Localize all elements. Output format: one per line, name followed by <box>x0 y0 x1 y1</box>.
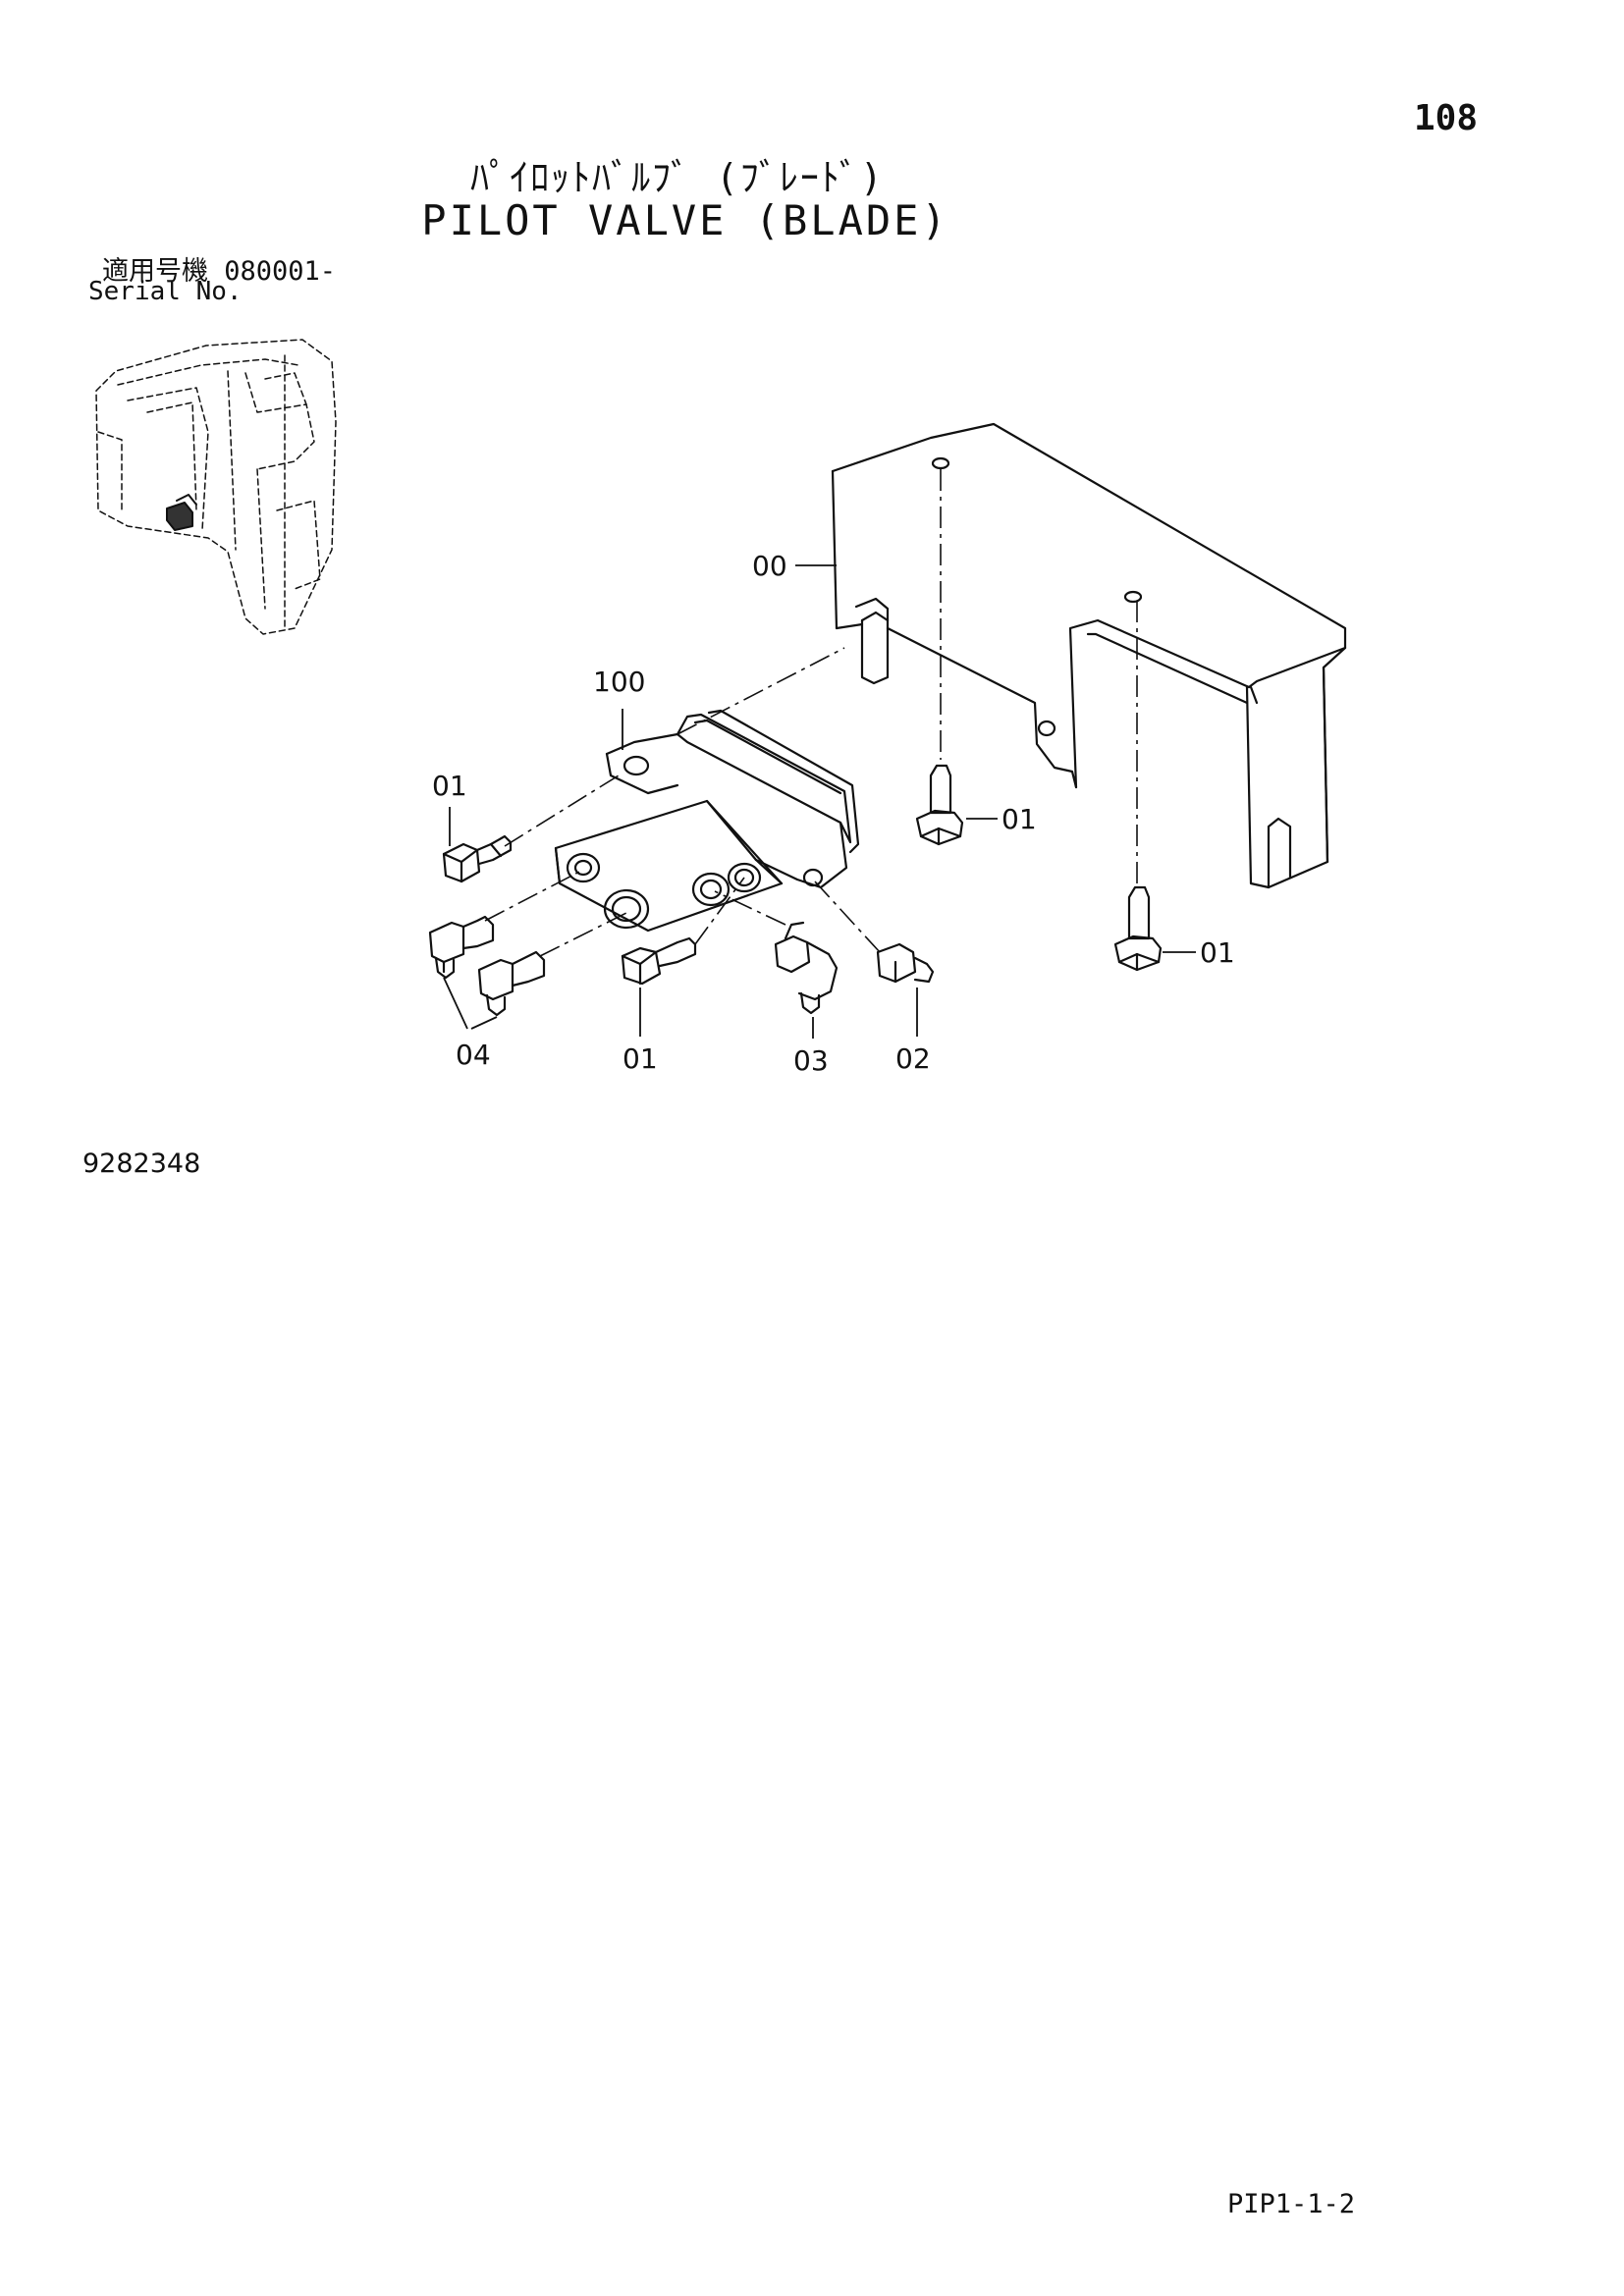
callout-02: 02 <box>895 1042 931 1075</box>
cab-location-thumbnail <box>95 339 337 635</box>
page-title-english: PILOT VALVE (BLADE) <box>421 196 949 244</box>
bolt-bracket-upper <box>915 764 964 846</box>
leader-lines <box>443 564 1196 1039</box>
callout-labels: 00 100 01 01 01 01 02 03 04 <box>432 550 1235 1077</box>
elbow-fitting-a <box>428 915 495 980</box>
callout-01-bolt-bracket-lower: 01 <box>1200 936 1235 969</box>
cab-valve-marker <box>166 494 197 531</box>
drawing-number: 9282348 <box>82 1148 201 1179</box>
straight-fitting <box>876 942 935 984</box>
callout-100: 100 <box>593 666 645 698</box>
serial-line-japanese: 適用号機 080001- <box>102 249 336 288</box>
bolt-lower-middle <box>621 936 697 986</box>
serial-label-english: Serial No. <box>88 277 243 306</box>
callout-01-bolt-left: 01 <box>432 770 467 802</box>
callout-04: 04 <box>456 1039 491 1071</box>
pilot-valve-body <box>554 709 860 933</box>
mounting-bracket <box>831 422 1347 889</box>
center-lines <box>484 469 1138 957</box>
elbow-fitting-c <box>774 921 839 1015</box>
callout-01-bolt-bracket-upper: 01 <box>1001 803 1037 835</box>
callout-00: 00 <box>752 550 787 582</box>
serial-label-japanese: 適用号機 <box>102 256 208 287</box>
callout-01-bolt-lower: 01 <box>623 1042 658 1075</box>
callout-03: 03 <box>793 1044 829 1077</box>
page-code: PIP1-1-2 <box>1227 2189 1356 2219</box>
elbow-fitting-b <box>477 950 546 1017</box>
bolt-bracket-lower <box>1113 885 1163 972</box>
serial-value: 080001- <box>224 256 337 287</box>
page-title-japanese: ﾊﾟｲﾛｯﾄﾊﾞﾙﾌﾞ (ﾌﾞﾚｰﾄﾞ) <box>470 156 885 199</box>
page-number: 108 <box>1414 98 1479 138</box>
bolt-left-upper <box>442 834 513 883</box>
